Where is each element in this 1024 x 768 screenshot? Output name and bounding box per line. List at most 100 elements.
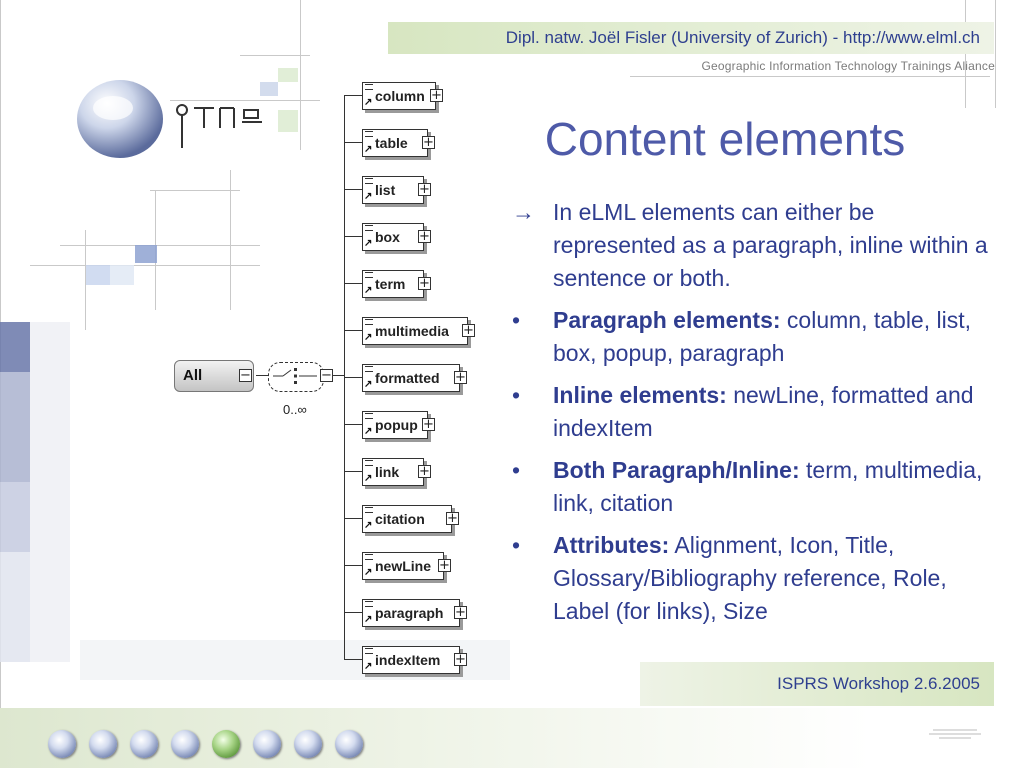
slide-nav-dot[interactable] <box>294 730 322 758</box>
expand-toggle-icon[interactable]: + <box>422 136 435 149</box>
schema-node-label: box <box>375 229 400 245</box>
reference-arrow-icon: ↗ <box>364 662 372 672</box>
compositor-icon <box>269 363 321 389</box>
schema-node-label: link <box>375 464 399 480</box>
reference-arrow-icon: ↗ <box>364 145 372 155</box>
expand-toggle-icon[interactable]: + <box>454 606 467 619</box>
expand-toggle-icon[interactable]: + <box>418 277 431 290</box>
reference-arrow-icon: ↗ <box>364 427 372 437</box>
bullet-dot-icon: • <box>512 379 546 412</box>
root-node-label: All <box>183 367 202 384</box>
element-doc-icon <box>365 178 373 184</box>
schema-node-newline[interactable]: ↗newLine+ <box>362 552 444 580</box>
expand-toggle-icon[interactable]: + <box>418 230 431 243</box>
bullet-item: •Attributes: Alignment, Icon, Title, Glo… <box>512 529 1002 628</box>
multiplicity-label: 0..∞ <box>283 402 307 417</box>
bullet-dot-icon: • <box>512 454 546 487</box>
element-doc-icon <box>365 413 373 419</box>
bullet-item: →In eLML elements can either be represen… <box>512 196 1002 295</box>
bullet-text: In eLML elements can either be represent… <box>553 199 988 291</box>
element-doc-icon <box>365 225 373 231</box>
element-doc-icon <box>365 460 373 466</box>
bullet-bold: Attributes: <box>553 532 669 558</box>
reference-arrow-icon: ↗ <box>364 286 372 296</box>
bullet-bold: Inline elements: <box>553 382 727 408</box>
schema-node-list[interactable]: ↗list+ <box>362 176 424 204</box>
reference-arrow-icon: ↗ <box>364 380 372 390</box>
slide-nav-dot[interactable] <box>212 730 240 758</box>
schema-node-label: term <box>375 276 405 292</box>
reference-arrow-icon: ↗ <box>364 568 372 578</box>
schema-node-citation[interactable]: ↗citation+ <box>362 505 452 533</box>
schema-node-label: table <box>375 135 408 151</box>
schema-node-label: newLine <box>375 558 431 574</box>
slide-nav-dot[interactable] <box>48 730 76 758</box>
all-compositor-node[interactable] <box>268 362 324 392</box>
schema-node-label: column <box>375 88 425 104</box>
expand-toggle-icon[interactable]: + <box>446 512 459 525</box>
slide-nav-dot[interactable] <box>171 730 199 758</box>
element-doc-icon <box>365 366 373 372</box>
expand-toggle-icon[interactable]: + <box>454 653 467 666</box>
schema-node-label: indexItem <box>375 652 440 668</box>
element-doc-icon <box>365 319 373 325</box>
bullet-list: →In eLML elements can either be represen… <box>512 196 1002 637</box>
root-node-all[interactable]: All − <box>174 360 254 392</box>
schema-node-multimedia[interactable]: ↗multimedia+ <box>362 317 468 345</box>
schema-node-label: citation <box>375 511 425 527</box>
element-doc-icon <box>365 601 373 607</box>
schema-node-term[interactable]: ↗term+ <box>362 270 424 298</box>
globe-logo-icon <box>75 78 167 160</box>
schema-node-formatted[interactable]: ↗formatted+ <box>362 364 460 392</box>
reference-arrow-icon: ↗ <box>364 615 372 625</box>
element-doc-icon <box>365 507 373 513</box>
schema-node-table[interactable]: ↗table+ <box>362 129 428 157</box>
expand-toggle-icon[interactable]: + <box>430 89 443 102</box>
reference-arrow-icon: ↗ <box>364 333 372 343</box>
element-doc-icon <box>365 272 373 278</box>
expand-toggle-icon[interactable]: + <box>438 559 451 572</box>
collapse-toggle-icon[interactable]: − <box>239 369 252 382</box>
bullet-item: •Both Paragraph/Inline: term, multimedia… <box>512 454 1002 520</box>
expand-toggle-icon[interactable]: + <box>418 465 431 478</box>
slide-nav-dot[interactable] <box>130 730 158 758</box>
bullet-dot-icon: • <box>512 529 546 562</box>
author-header: Dipl. natw. Joël Fisler (University of Z… <box>400 28 980 48</box>
slide-nav-dot[interactable] <box>253 730 281 758</box>
schema-node-label: multimedia <box>375 323 449 339</box>
schema-node-label: formatted <box>375 370 440 386</box>
schema-node-paragraph[interactable]: ↗paragraph+ <box>362 599 460 627</box>
schema-node-link[interactable]: ↗link+ <box>362 458 424 486</box>
schema-node-label: paragraph <box>375 605 443 621</box>
schema-node-label: list <box>375 182 395 198</box>
bullet-item: •Inline elements: newLine, formatted and… <box>512 379 1002 445</box>
expand-toggle-icon[interactable]: + <box>454 371 467 384</box>
schema-node-column[interactable]: ↗column+ <box>362 82 436 110</box>
expand-toggle-icon[interactable]: + <box>462 324 475 337</box>
schema-node-box[interactable]: ↗box+ <box>362 223 424 251</box>
footer-label: ISPRS Workshop 2.6.2005 <box>640 674 980 694</box>
element-doc-icon <box>365 648 373 654</box>
reference-arrow-icon: ↗ <box>364 239 372 249</box>
slide-title: Content elements <box>510 112 940 166</box>
element-doc-icon <box>365 131 373 137</box>
bullet-item: •Paragraph elements: column, table, list… <box>512 304 1002 370</box>
reference-arrow-icon: ↗ <box>364 192 372 202</box>
organization-subtitle: Geographic Information Technology Traini… <box>620 59 995 73</box>
slide-nav-dot[interactable] <box>89 730 117 758</box>
schema-node-indexitem[interactable]: ↗indexItem+ <box>362 646 460 674</box>
schema-node-label: popup <box>375 417 418 433</box>
reference-arrow-icon: ↗ <box>364 521 372 531</box>
slide-nav-dot[interactable] <box>335 730 363 758</box>
schema-node-popup[interactable]: ↗popup+ <box>362 411 428 439</box>
expand-toggle-icon[interactable]: + <box>422 418 435 431</box>
element-doc-icon <box>365 554 373 560</box>
expand-toggle-icon[interactable]: + <box>418 183 431 196</box>
reference-arrow-icon: ↗ <box>364 98 372 108</box>
bullet-bold: Both Paragraph/Inline: <box>553 457 800 483</box>
logo-glyph-icon <box>172 98 264 158</box>
compositor-collapse-icon[interactable]: − <box>320 369 333 382</box>
bullet-bold: Paragraph elements: <box>553 307 781 333</box>
arrow-bullet-icon: → <box>512 196 546 229</box>
element-doc-icon <box>365 84 373 90</box>
